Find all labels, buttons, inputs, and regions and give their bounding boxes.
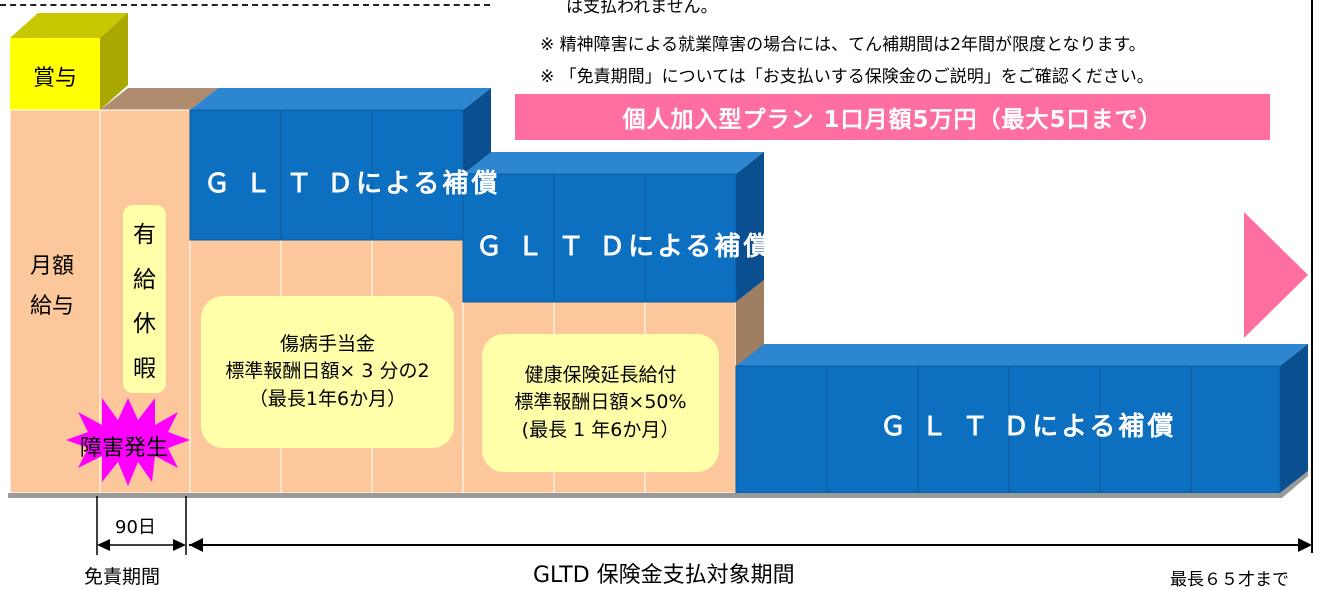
- gltd-3-cell-c: [917, 365, 1010, 494]
- gltd-1-cell-c: [371, 109, 464, 241]
- deductible-label: 免責期間: [84, 566, 161, 588]
- salary-label-2: 給与: [30, 294, 75, 319]
- bonus-block-side: [100, 13, 128, 110]
- salary-label-1: 月額: [30, 254, 75, 279]
- onset-label: 障害発生: [80, 436, 169, 461]
- gltd-2-cell-a: [462, 173, 555, 303]
- sick-allowance-limit: （最長1年6か月）: [248, 387, 407, 410]
- ninety-days-label: 90日: [115, 517, 156, 538]
- health-extension-rate: 標準報酬日額×50%: [514, 391, 687, 414]
- paid-leave-char-3: 休: [133, 311, 156, 338]
- sick-allowance-rate: 標準報酬日額× 3 分の2: [225, 360, 430, 383]
- gltd-label-3: Ｇ Ｌ Ｔ Ｄによる補償: [880, 412, 1177, 442]
- sick-allowance-bubble: 傷病手当金 標準報酬日額× 3 分の2 （最長1年6か月）: [201, 296, 454, 448]
- health-extension-bubble: 健康保険延長給付 標準報酬日額×50% (最長 1 年6か月）: [482, 334, 719, 472]
- paid-leave-box: 有 給 休 暇: [123, 205, 166, 393]
- note-line-1: ※ 精神障害による就業障害の場合には、てん補期間は2年間が限度となります。: [540, 35, 1146, 55]
- gltd-label-1: Ｇ Ｌ Ｔ Ｄによる補償: [204, 169, 501, 199]
- ground-line: [8, 471, 1308, 498]
- gltd-2-side: [736, 152, 764, 302]
- gltd-3-cell-b: [826, 365, 919, 494]
- paid-leave-char-1: 有: [133, 222, 156, 249]
- gltd-1-cell-b: [280, 109, 373, 241]
- gltd-label-2: Ｇ Ｌ Ｔ Ｄによる補償: [476, 232, 773, 262]
- gltd-1-cell-a: [189, 109, 282, 241]
- plan-banner: 個人加入型プラン 1口月額5万円（最大5口まで）: [515, 94, 1270, 140]
- health-extension-limit: (最長 1 年6か月）: [521, 418, 680, 441]
- deductible-arrowhead-left: [97, 539, 110, 551]
- paid-leave-char-2: 給: [133, 266, 156, 293]
- continue-arrow: [1244, 212, 1308, 338]
- leave-column-top: [100, 88, 218, 110]
- note-line-2: ※ 「免責期間」については「お支払いする保険金のご説明」をご確認ください。: [540, 67, 1154, 87]
- onset-starburst: [66, 398, 190, 486]
- gltd-3-cell-a: [735, 365, 828, 494]
- dashed-divider: [0, 4, 490, 6]
- sick-allowance-title: 傷病手当金: [279, 332, 375, 355]
- coverage-period-label: GLTD 保険金支払対象期間: [533, 563, 795, 588]
- gltd-2-cell-c: [644, 173, 737, 303]
- health-extension-title: 健康保険延長給付: [524, 363, 677, 386]
- bonus-block-top: [10, 13, 128, 38]
- deductible-arrowhead-right: [173, 539, 186, 551]
- gltd-1-top: [190, 88, 491, 110]
- bonus-label: 賞与: [33, 66, 78, 91]
- gltd-3-side: [1280, 344, 1308, 493]
- paid-leave-char-4: 暇: [133, 355, 156, 382]
- gltd-3-cell-d: [1008, 365, 1101, 494]
- gltd-3-top: [736, 344, 1308, 366]
- max-age-label: 最長６５才まで: [1170, 570, 1289, 590]
- bonus-block: [10, 38, 100, 110]
- gltd-3-cell-e: [1099, 365, 1192, 494]
- coverage-arrowhead-left: [189, 538, 203, 552]
- coverage-arrowhead-right: [1298, 538, 1312, 552]
- note-line-0: は支払われません。: [566, 0, 718, 17]
- gltd-3-cell-f: [1190, 365, 1281, 494]
- gltd-2-cell-b: [553, 173, 646, 303]
- gltd-2-top: [463, 152, 764, 174]
